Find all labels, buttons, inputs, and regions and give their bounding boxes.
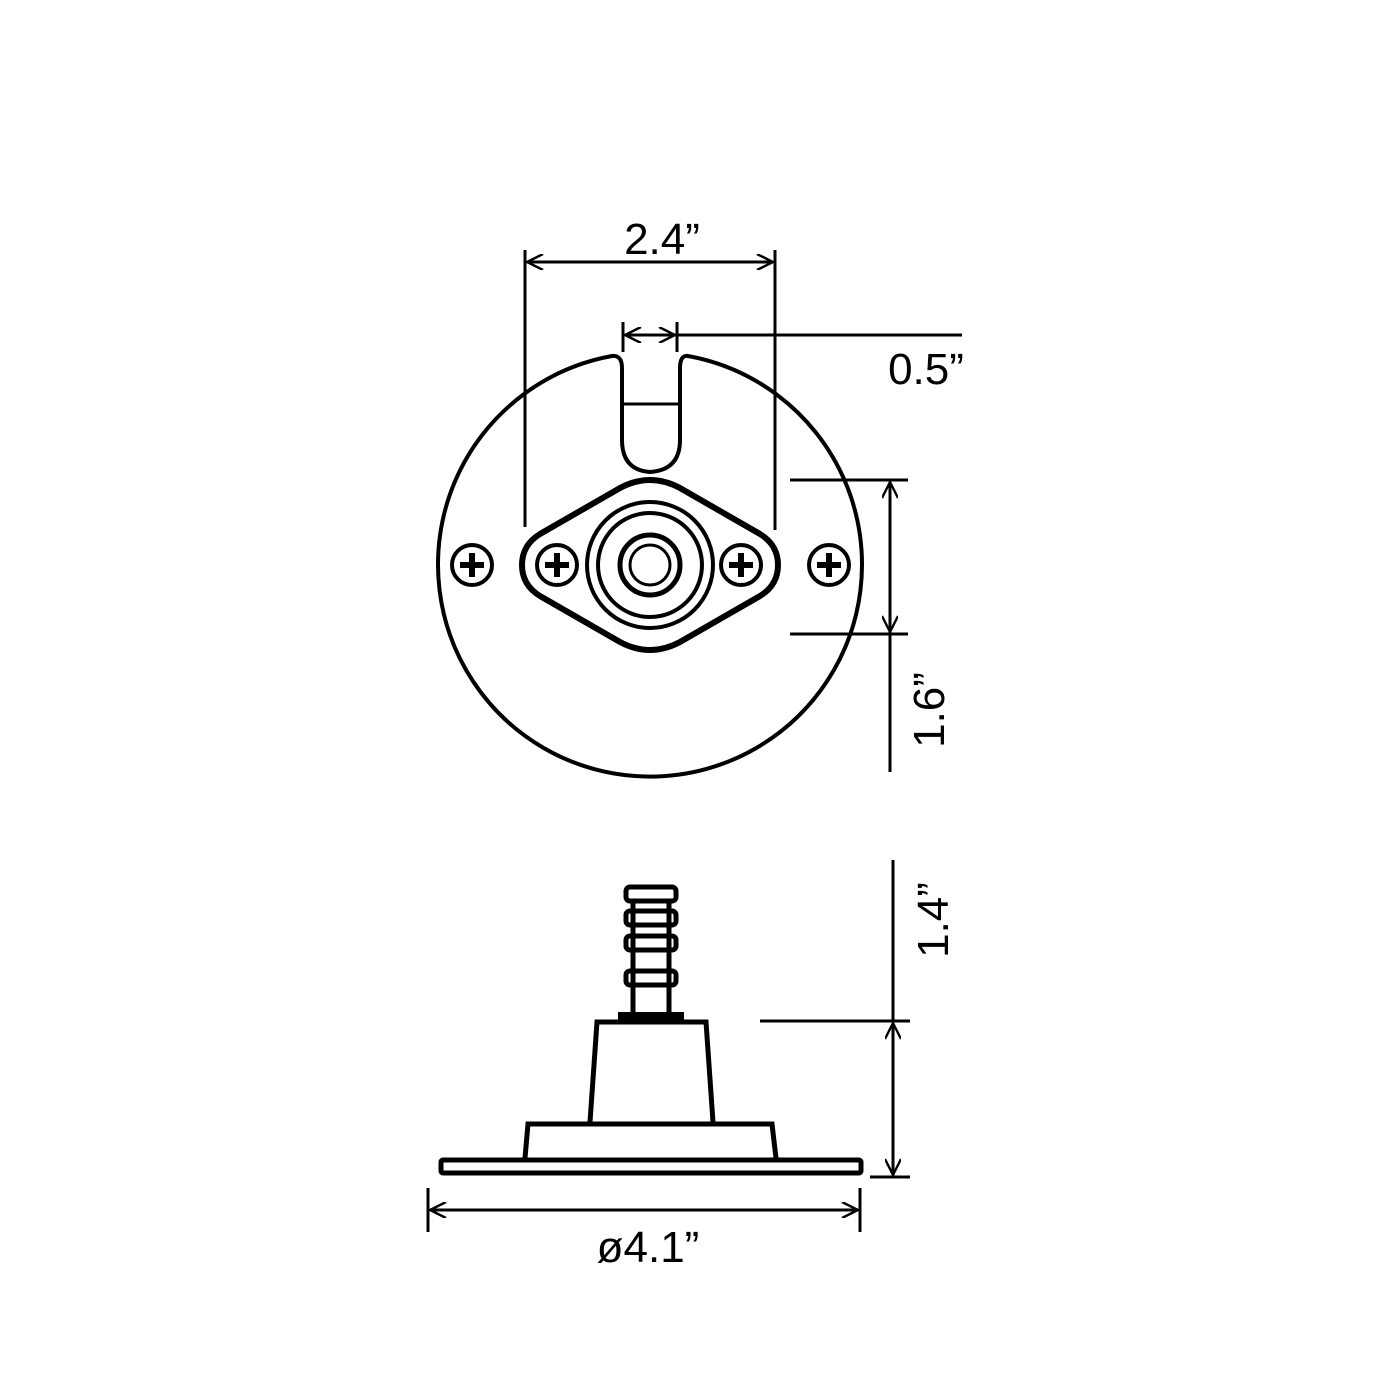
screw-icon [719, 543, 763, 587]
dimension-label: 1.6” [905, 672, 954, 748]
screw-icon [535, 543, 579, 587]
side-view: 1.4” ø4.1” [426, 860, 958, 1272]
screw-icon [807, 543, 851, 587]
stem-collar [618, 1012, 684, 1021]
mount-plate [438, 1157, 864, 1176]
top-view: 2.4” 0.5” 1.6” [436, 215, 964, 779]
base-step [522, 1121, 779, 1159]
base-plate-outline [436, 353, 864, 779]
dimension-label: 0.5” [888, 345, 964, 394]
dimension-slot-width: 0.5” [621, 322, 964, 394]
dimension-diameter: ø4.1” [426, 1188, 862, 1272]
hub-outer-ring [585, 500, 715, 630]
bore-outer [617, 532, 683, 598]
cone-body [587, 1019, 716, 1123]
dimension-height: 1.4” [760, 860, 958, 1179]
bore-inner [628, 543, 672, 587]
threaded-stem [623, 884, 679, 1015]
flange-diamond [518, 476, 782, 654]
dimension-hole-spacing: 1.6” [790, 478, 954, 772]
screw-icon [450, 543, 494, 587]
dimension-width: 2.4” [523, 215, 777, 530]
hub-inner-ring [596, 511, 704, 619]
dimension-label: 2.4” [624, 215, 700, 264]
dimension-label: 1.4” [909, 882, 958, 958]
dimension-label: ø4.1” [597, 1223, 700, 1272]
